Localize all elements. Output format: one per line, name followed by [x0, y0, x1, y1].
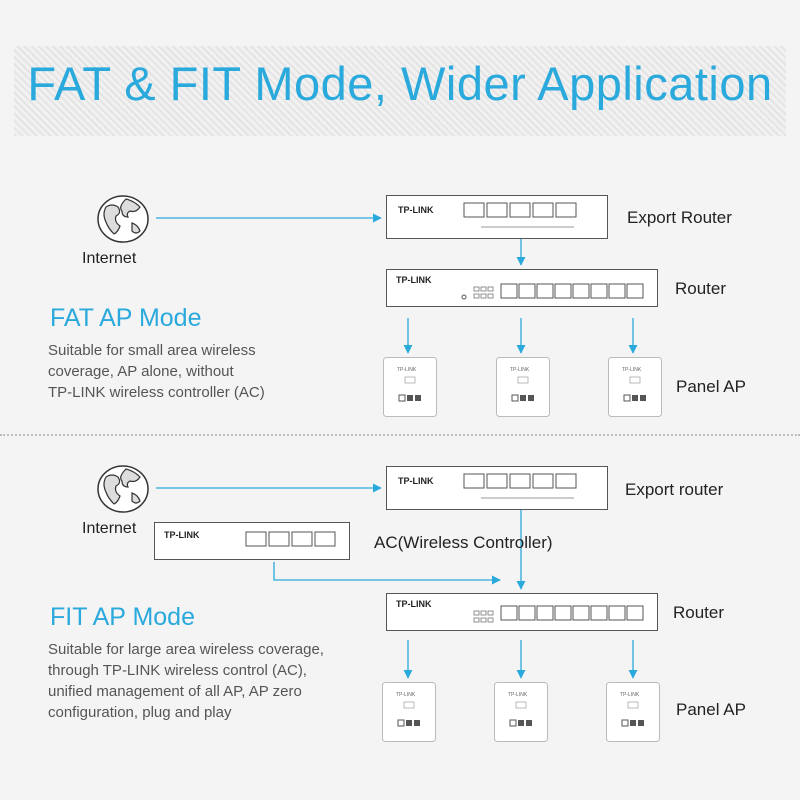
svg-text:TP-LINK: TP-LINK [396, 692, 416, 698]
section-divider [0, 434, 800, 436]
svg-text:TP-LINK: TP-LINK [397, 367, 417, 373]
panel-ap-device: TP-LINK [383, 357, 437, 417]
svg-text:TP-LINK: TP-LINK [164, 530, 200, 540]
title-band [14, 46, 786, 136]
desc-line: through TP-LINK wireless control (AC), [48, 662, 307, 679]
desc-line: TP-LINK wireless controller (AC) [48, 384, 265, 401]
fit-mode-heading: FIT AP Mode [50, 603, 195, 631]
desc-line: Suitable for small area wireless [48, 342, 256, 359]
panel-ap-device: TP-LINK [494, 682, 548, 742]
fat-mode-heading: FAT AP Mode [50, 304, 202, 332]
panel-ap-device: TP-LINK [496, 357, 550, 417]
internet-label-fat: Internet [82, 250, 137, 267]
export-router-device: TP-LINK [386, 195, 608, 239]
panel-ap-label-fit: Panel AP [676, 700, 746, 719]
svg-text:TP-LINK: TP-LINK [510, 367, 530, 373]
router-device: TP-LINK [386, 269, 658, 307]
panel-ap-device: TP-LINK [382, 682, 436, 742]
ac-label: AC(Wireless Controller) [374, 533, 553, 552]
desc-line: coverage, AP alone, without [48, 363, 234, 380]
globe-icon [97, 465, 149, 513]
fat-mode-description: Suitable for small area wireless coverag… [48, 340, 265, 403]
panel-ap-device: TP-LINK [608, 357, 662, 417]
export-router-label-fat: Export Router [627, 208, 732, 227]
desc-line: Suitable for large area wireless coverag… [48, 641, 324, 658]
svg-text:TP-LINK: TP-LINK [398, 476, 434, 486]
export-router-device: TP-LINK [386, 466, 608, 510]
svg-text:TP-LINK: TP-LINK [508, 692, 528, 698]
svg-text:TP-LINK: TP-LINK [622, 367, 642, 373]
desc-line: configuration, plug and play [48, 704, 232, 721]
page-title: FAT & FIT Mode, Wider Application [27, 57, 773, 110]
svg-text:TP-LINK: TP-LINK [620, 692, 640, 698]
fit-mode-description: Suitable for large area wireless coverag… [48, 639, 324, 723]
svg-text:TP-LINK: TP-LINK [396, 275, 432, 285]
panel-ap-label-fat: Panel AP [676, 377, 746, 396]
router-device: TP-LINK [386, 593, 658, 631]
ac-switch-device: TP-LINK [154, 522, 350, 560]
export-router-label-fit: Export router [625, 480, 724, 499]
internet-label-fit: Internet [82, 520, 137, 537]
desc-line: unified management of all AP, AP zero [48, 683, 302, 700]
svg-text:TP-LINK: TP-LINK [396, 599, 432, 609]
router-label-fat: Router [675, 279, 727, 298]
brand-logo: TP-LINK [398, 205, 434, 215]
globe-icon [97, 195, 149, 243]
panel-ap-device: TP-LINK [606, 682, 660, 742]
router-label-fit: Router [673, 603, 725, 622]
